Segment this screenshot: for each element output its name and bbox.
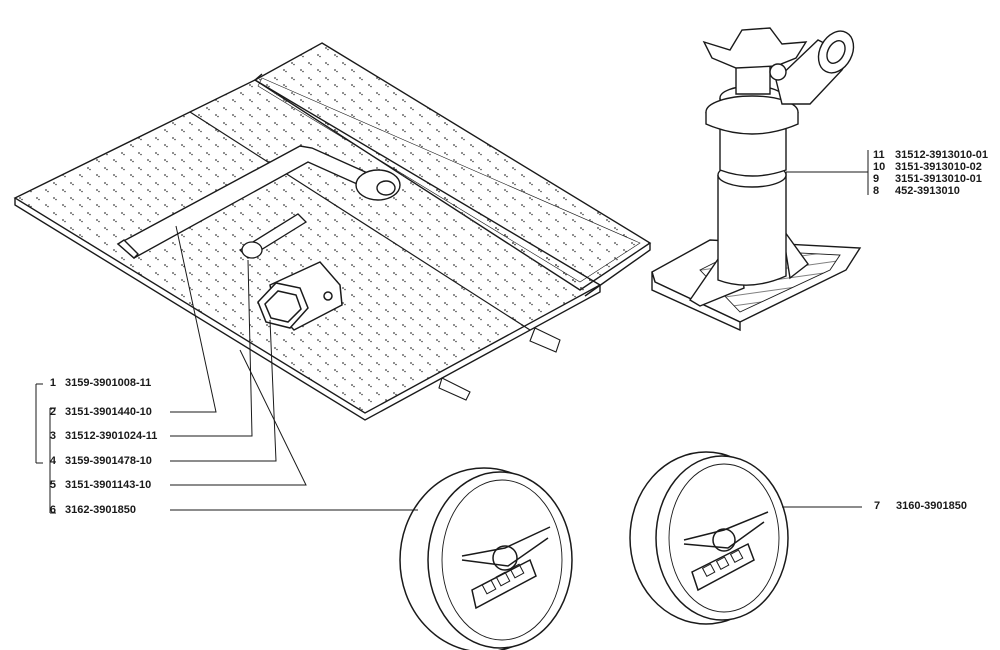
callout-number: 1 <box>49 377 56 389</box>
callout-number: 2 <box>49 406 56 418</box>
part-code: 31512-3901024-11 <box>65 430 158 442</box>
spare-wheel-left <box>399 467 573 650</box>
part-code: 3151-3913010-01 <box>895 173 982 185</box>
floor-panel-main <box>13 79 602 414</box>
callout-number: 4 <box>49 455 56 467</box>
part-code: 3151-3913010-02 <box>895 161 982 173</box>
leader-lines-jack <box>786 150 869 195</box>
callout-number: 9 <box>873 173 880 185</box>
callout-number: 3 <box>49 430 56 442</box>
callout-number: 8 <box>873 185 880 197</box>
part-code: 31512-3913010-01 <box>895 149 988 161</box>
spare-wheel-right <box>629 451 789 625</box>
part-code: 3159-3901478-10 <box>65 455 152 467</box>
part-code: 3160-3901850 <box>896 500 967 512</box>
hex-socket-wrench <box>257 261 343 331</box>
leader-lines-left <box>35 225 412 514</box>
car-jack <box>651 27 862 332</box>
part-code: 3162-3901850 <box>65 504 136 516</box>
callout-number: 7 <box>874 500 881 512</box>
floor-mat-assembly <box>13 42 652 421</box>
part-code: 452-3913010 <box>895 185 960 197</box>
tire-lever <box>238 213 308 259</box>
part-code: 3151-3901143-10 <box>65 479 152 491</box>
callout-number: 5 <box>49 479 56 491</box>
part-code: 3151-3901440-10 <box>65 406 152 418</box>
callout-number: 6 <box>49 504 56 516</box>
callout-number: 10 <box>873 161 886 173</box>
callout-number: 11 <box>873 149 885 161</box>
part-code: 3159-3901008-11 <box>65 377 152 389</box>
wheel-wrench <box>116 145 401 259</box>
